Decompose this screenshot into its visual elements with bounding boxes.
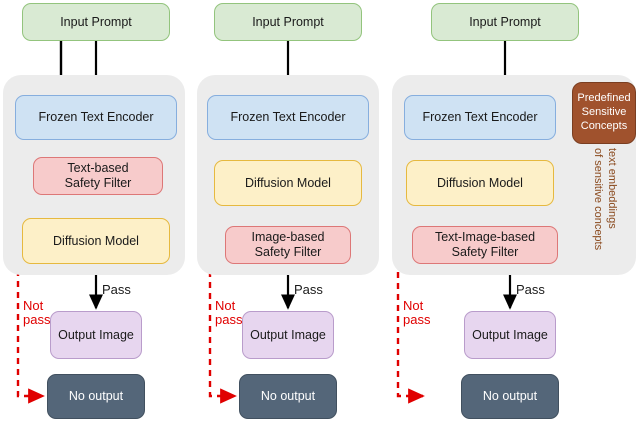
p3-predefined-sensitive-concepts-node[interactable]: Predefined Sensitive Concepts — [572, 82, 636, 144]
p2-input-prompt-node[interactable]: Input Prompt — [214, 3, 362, 41]
p2-not-pass-line1: Not — [215, 298, 236, 313]
p3-diffusion-model-node[interactable]: Diffusion Model — [406, 160, 554, 206]
p3-frozen-text-encoder-node[interactable]: Frozen Text Encoder — [404, 95, 556, 140]
p1-not-pass-label: Not pass — [23, 298, 51, 328]
p2-output-image-node[interactable]: Output Image — [242, 311, 334, 359]
p3-pass-label: Pass — [516, 282, 545, 297]
p1-text-based-safety-filter-node[interactable]: Text-based Safety Filter — [33, 157, 163, 195]
p3-not-pass-line1: Not — [403, 298, 424, 313]
p1-not-pass-line1: Not — [23, 298, 44, 313]
p1-filter-label-line2: Safety Filter — [64, 176, 132, 190]
p2-not-pass-label: Not pass — [215, 298, 243, 328]
p3-not-pass-line2: pass — [403, 312, 431, 328]
p2-frozen-text-encoder-node[interactable]: Frozen Text Encoder — [207, 95, 369, 140]
p1-frozen-text-encoder-node[interactable]: Frozen Text Encoder — [15, 95, 177, 140]
p1-diffusion-model-node[interactable]: Diffusion Model — [22, 218, 170, 264]
p3-output-image-node[interactable]: Output Image — [464, 311, 556, 359]
p3-concepts-line1: Predefined — [577, 92, 631, 105]
p2-image-based-safety-filter-node[interactable]: Image-based Safety Filter — [225, 226, 351, 264]
p2-diffusion-model-node[interactable]: Diffusion Model — [214, 160, 362, 206]
p2-pass-label: Pass — [294, 282, 323, 297]
p1-not-pass-line2: pass — [23, 312, 51, 328]
p3-not-pass-label: Not pass — [403, 298, 431, 328]
p3-concepts-line2: Sensitive — [581, 106, 627, 119]
p1-pass-label: Pass — [102, 282, 131, 297]
p3-embeddings-label-line2: of sensitive concepts — [592, 148, 604, 251]
p3-concepts-line3: Concepts — [580, 119, 628, 132]
p3-no-output-node[interactable]: No output — [461, 374, 559, 419]
p3-input-prompt-node[interactable]: Input Prompt — [431, 3, 579, 41]
p1-output-image-node[interactable]: Output Image — [50, 311, 142, 359]
p2-no-output-node[interactable]: No output — [239, 374, 337, 419]
p2-filter-label-line1: Image-based — [251, 229, 325, 244]
p3-text-image-based-safety-filter-node[interactable]: Text-Image-based Safety Filter — [412, 226, 558, 264]
p3-embeddings-label-line1: text embeddings — [606, 148, 618, 229]
p1-filter-label-line1: Text-based — [67, 160, 129, 175]
p2-filter-label-line2: Safety Filter — [254, 245, 322, 259]
p1-input-prompt-node[interactable]: Input Prompt — [22, 3, 170, 41]
p1-no-output-node[interactable]: No output — [47, 374, 145, 419]
p3-filter-label-line1: Text-Image-based — [434, 229, 536, 244]
p3-filter-label-line2: Safety Filter — [451, 245, 519, 259]
p2-not-pass-line2: pass — [215, 312, 243, 328]
